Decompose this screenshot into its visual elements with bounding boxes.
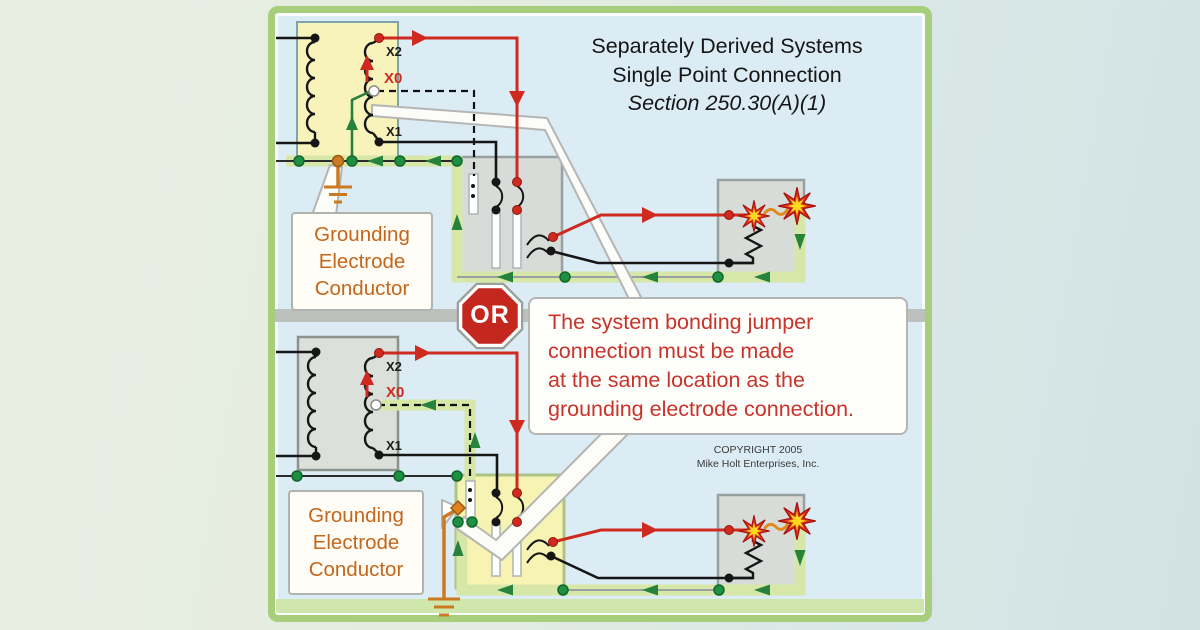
ground-symbol-bottom [428, 597, 460, 617]
or-badge-label: OR [470, 301, 510, 329]
callout-line-4: grounding electrode connection. [548, 397, 854, 421]
gec-bottom-line-2: Electrode [312, 531, 400, 554]
arc-flash-squiggles [762, 207, 790, 531]
top-bus-bar-right [512, 212, 522, 269]
callout-line-2: connection must be made [548, 339, 795, 363]
red-terminal-dots [374, 33, 734, 547]
top-bus-bar-left [491, 212, 501, 269]
or-octagon [456, 282, 524, 350]
terminal-label-x0-top: X0 [384, 70, 403, 87]
top-black-branch [550, 249, 753, 265]
grounding-electrode-conductor-label-bottom: Grounding Electrode Conductor [288, 490, 424, 595]
diagram-title: Separately Derived Systems Single Point … [560, 32, 894, 118]
top-bonding-jumper-arrow [346, 116, 358, 130]
bottom-load-panel [716, 493, 806, 592]
top-neutral-bus-bar [468, 173, 479, 215]
title-line-2: Single Point Connection [612, 62, 842, 87]
neutral-conductors [377, 89, 476, 480]
top-gec-terminal [331, 154, 345, 168]
top-load-resistor [731, 222, 764, 265]
gec-top-line-3: Conductor [314, 277, 410, 300]
spark-bottom-2 [777, 501, 817, 541]
top-x1-wire [382, 140, 498, 180]
bottom-x1-wire [381, 453, 499, 489]
spark-top-2 [777, 186, 817, 226]
bottom-black-branch [550, 554, 753, 580]
grass-band [276, 599, 924, 613]
spark-bottom-1 [737, 514, 771, 548]
red-arrows [360, 30, 658, 538]
bottom-hot-branch [552, 528, 748, 544]
bottom-primary-coil [306, 355, 317, 449]
terminal-label-x2-top: X2 [386, 44, 402, 59]
top-secondary-coil [363, 41, 374, 135]
black-conductors [381, 140, 753, 580]
transformer-windings [276, 36, 380, 458]
top-x0-terminal [368, 85, 380, 97]
gec-top-line-1: Grounding [314, 223, 410, 246]
bottom-neutral-dashed [378, 403, 472, 480]
grounding-electrode-conductor-label-top: Grounding Electrode Conductor [291, 212, 433, 311]
title-line-1: Separately Derived Systems [591, 34, 863, 58]
black-terminal-dots [310, 33, 734, 583]
gec-top-line-2: Electrode [318, 250, 406, 273]
spark-top-1 [737, 199, 771, 233]
callout-note: The system bonding jumper connection mus… [528, 297, 908, 435]
terminal-label-x1-bottom: X1 [386, 438, 402, 453]
top-hot-branch [552, 213, 748, 239]
bottom-load-resistor [731, 537, 764, 580]
bottom-x0-terminal [370, 399, 382, 411]
ground-symbol-top [324, 185, 352, 204]
gec-bottom-line-1: Grounding [308, 504, 404, 527]
bottom-gec-wire [442, 508, 457, 598]
green-arrows [367, 155, 806, 596]
callout-line-3: at the same location as the [548, 368, 805, 392]
terminal-label-x1-top: X1 [386, 124, 402, 139]
top-bonding-jumper [350, 90, 370, 158]
bottom-gec-terminal [449, 499, 467, 517]
green-ground-dots [291, 155, 725, 596]
terminal-label-x0-bottom: X0 [386, 384, 405, 401]
bottom-secondary-coil [363, 356, 374, 450]
gec-bottom-line-3: Conductor [308, 558, 404, 581]
top-neutral-dashed [377, 89, 476, 176]
load-resistors [731, 222, 764, 580]
callout-line-1: The system bonding jumper [548, 310, 814, 334]
copyright-line-2: Mike Holt Enterprises, Inc. [696, 457, 820, 470]
title-line-3: Section 250.30(A)(1) [627, 91, 827, 115]
copyright-line-1: COPYRIGHT 2005 [713, 444, 803, 456]
top-primary-coil [305, 40, 316, 134]
terminal-label-x2-bottom: X2 [386, 359, 402, 374]
copyright-notice: COPYRIGHT 2005 Mike Holt Enterprises, In… [650, 444, 866, 471]
